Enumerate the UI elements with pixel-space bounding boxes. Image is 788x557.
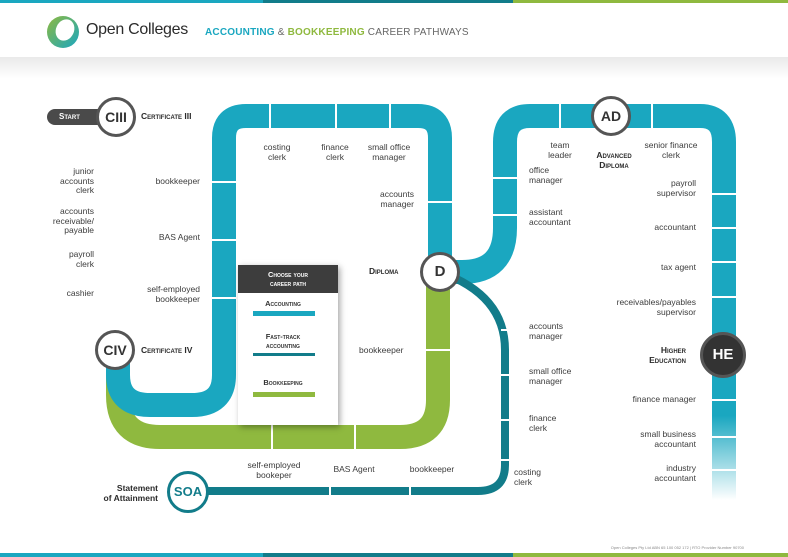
job-finance-manager: finance manager (632, 394, 696, 404)
page-title: ACCOUNTING & BOOKKEEPING CAREER PATHWAYS (205, 27, 469, 38)
station-ticks (212, 104, 736, 471)
node-civ[interactable]: CIV (95, 330, 135, 370)
header: Open Colleges ACCOUNTING & BOOKKEEPING C… (0, 3, 788, 57)
legend-accounting-bar (253, 311, 315, 316)
diploma-label: Diploma (369, 266, 399, 276)
node-ad[interactable]: AD (591, 96, 631, 136)
legend-bookkeeping-label: Bookkeeping (263, 378, 303, 387)
node-soa[interactable]: SOA (167, 471, 209, 513)
node-he[interactable]: HE (700, 332, 746, 378)
job-cashier: cashier (66, 288, 94, 298)
legend-accounting-label: Accounting (265, 299, 301, 308)
fasttrack-ticks (329, 329, 509, 495)
start-tag: Start (47, 109, 107, 125)
fasttrack-path (190, 268, 509, 495)
job-bookkeeper-mid: bookkeeper (359, 345, 404, 355)
header-shadow (0, 57, 788, 79)
job-bas-agent-2: BAS Agent (333, 464, 375, 474)
bottom-color-bar (0, 553, 788, 557)
open-colleges-logo-icon (47, 16, 79, 48)
bookkeeping-path (106, 272, 450, 449)
job-accountant: accountant (654, 222, 696, 232)
certificate-iii-label: Certificate III (141, 111, 192, 121)
top-color-bar (0, 0, 788, 3)
node-ciii[interactable]: CIII (96, 97, 136, 137)
job-bookkeeper-1: bookkeeper (155, 176, 200, 186)
certificate-iv-label: Certificate IV (141, 345, 193, 355)
legend-bookkeeping-bar (253, 392, 315, 397)
job-bas-agent-1: BAS Agent (158, 232, 200, 242)
footer-note: Open Colleges Pty Ltd ABN 65 100 052 172… (610, 545, 744, 550)
job-bookkeeper-3: bookkeeper (409, 464, 455, 474)
brand-name: Open Colleges (86, 21, 188, 38)
accounting-path-2 (440, 104, 736, 500)
node-d[interactable]: D (420, 252, 460, 292)
legend-fasttrack-bar (253, 353, 315, 356)
job-tax-agent: tax agent (661, 262, 696, 272)
accounting-path (106, 104, 452, 417)
